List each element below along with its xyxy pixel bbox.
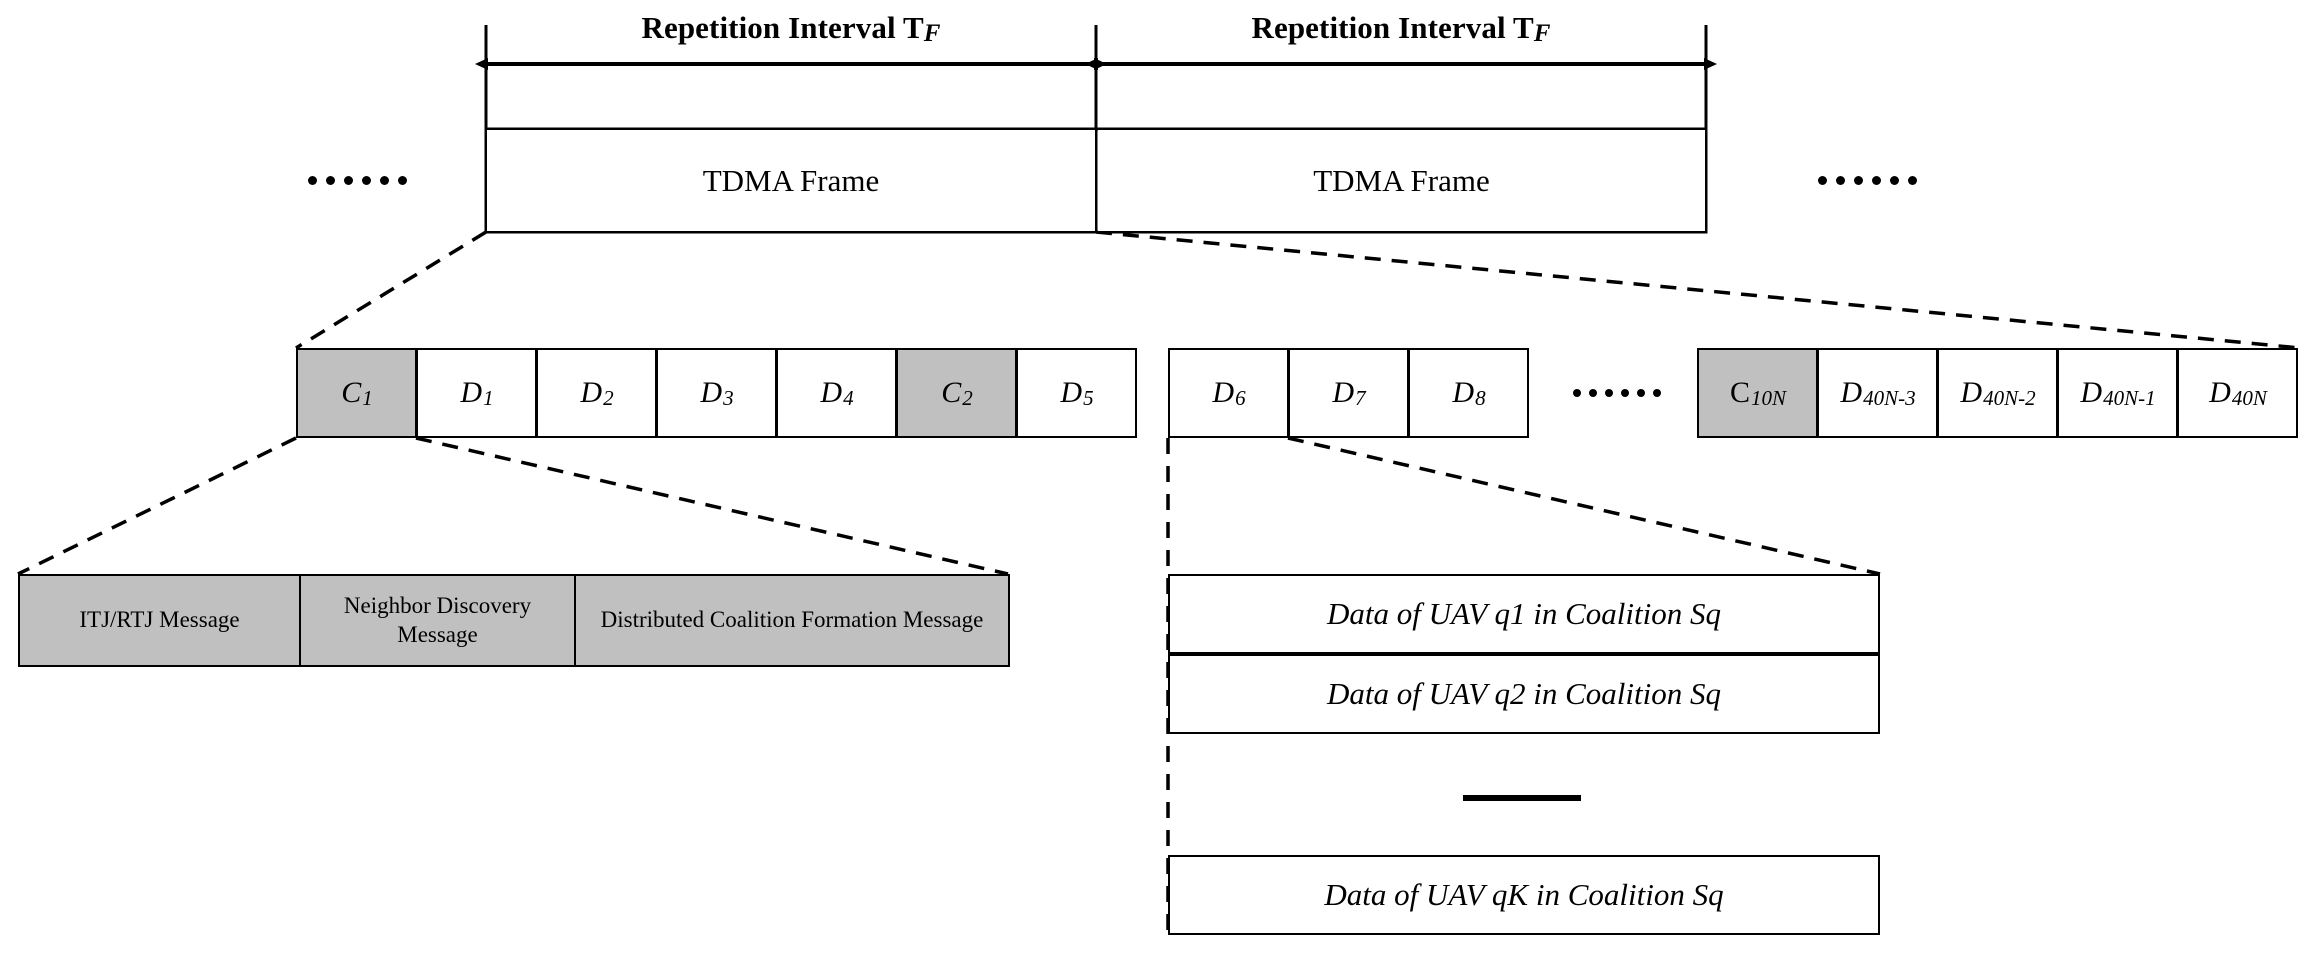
slot-d2-base: D	[580, 376, 603, 409]
slot-d40n-base: D	[2209, 376, 2231, 409]
frame-row-ellipsis-right	[1818, 176, 1917, 185]
control-message-coalition-formation-label: Distributed Coalition Formation Message	[600, 607, 984, 633]
repetition-interval-subscript-1: F	[923, 20, 941, 47]
control-message-neighbor-discovery[interactable]: Neighbor Discovery Message	[299, 574, 576, 667]
slot-d1-subscript: 1	[483, 385, 494, 410]
slot-c10n-base: C	[1729, 376, 1750, 409]
slot-d4-subscript: 4	[843, 385, 854, 410]
data-row-qk[interactable]: Data of UAV qK in Coalition Sq	[1168, 855, 1880, 935]
slot-row-ellipsis	[1573, 389, 1661, 397]
slot-d5-base: D	[1060, 376, 1083, 409]
repetition-interval-label-2: Repetition Interval TF	[1096, 10, 1706, 47]
tdma-frame-cell-2: TDMA Frame	[1098, 130, 1705, 231]
slot-d40n-3-subscript: 40N-3	[1863, 385, 1916, 410]
data-rows-continuation-separator	[1463, 795, 1581, 801]
tdma-frame-label-1: TDMA Frame	[702, 162, 880, 198]
slot-d6-subscript: 6	[1235, 385, 1246, 410]
slot-c2-subscript: 2	[962, 385, 973, 410]
data-row-q1[interactable]: Data of UAV q1 in Coalition Sq	[1168, 574, 1880, 654]
control-message-coalition-formation[interactable]: Distributed Coalition Formation Message	[574, 574, 1010, 667]
slot-d40n-1-base: D	[2080, 376, 2103, 409]
repetition-interval-text-1: Repetition Interval T	[641, 10, 924, 45]
data-row-q1-label: Data of UAV q1 in Coalition Sq	[1326, 596, 1721, 631]
slot-c10n-subscript: 10N	[1751, 385, 1787, 410]
slot-d8-subscript: 8	[1475, 385, 1486, 410]
slot-d2-subscript: 2	[603, 385, 614, 410]
repetition-interval-label-1: Repetition Interval TF	[486, 10, 1096, 47]
repetition-interval-text-2: Repetition Interval T	[1251, 10, 1534, 45]
slot-d7-base: D	[1332, 376, 1355, 409]
slot-c2-base: C	[941, 376, 962, 409]
slot-d1-base: D	[460, 376, 483, 409]
slot-d7-subscript: 7	[1355, 385, 1366, 410]
control-message-itj-rtj-label: ITJ/RTJ Message	[79, 607, 240, 633]
tdma-frame-cell-1: TDMA Frame	[487, 130, 1095, 231]
slot-d40n-2-base: D	[1960, 376, 1983, 409]
slot-c1-base: C	[341, 376, 362, 409]
slot-d8-base: D	[1452, 376, 1475, 409]
data-row-qk-label: Data of UAV qK in Coalition Sq	[1324, 877, 1724, 912]
slot-d3-base: D	[700, 376, 723, 409]
control-message-neighbor-discovery-label: Neighbor Discovery Message	[343, 593, 532, 647]
slot-d40n-subscript: 40N	[2231, 385, 2267, 410]
slot-d4-base: D	[820, 376, 843, 409]
control-message-itj-rtj[interactable]: ITJ/RTJ Message	[18, 574, 301, 667]
slot-d40n-3-base: D	[1840, 376, 1863, 409]
slot-d40n-1-subscript: 40N-1	[2103, 385, 2156, 410]
repetition-interval-subscript-2: F	[1533, 20, 1551, 47]
slot-c1-subscript: 1	[362, 385, 373, 410]
slot-d6-base: D	[1212, 376, 1235, 409]
slot-d3-subscript: 3	[723, 385, 734, 410]
slot-d40n-2-subscript: 40N-2	[1983, 385, 2036, 410]
tdma-frame-label-2: TDMA Frame	[1313, 162, 1490, 198]
data-row-q2[interactable]: Data of UAV q2 in Coalition Sq	[1168, 654, 1880, 734]
frame-row-ellipsis-left	[308, 176, 407, 185]
slot-d5-subscript: 5	[1083, 385, 1094, 410]
data-row-q2-label: Data of UAV q2 in Coalition Sq	[1326, 676, 1721, 711]
